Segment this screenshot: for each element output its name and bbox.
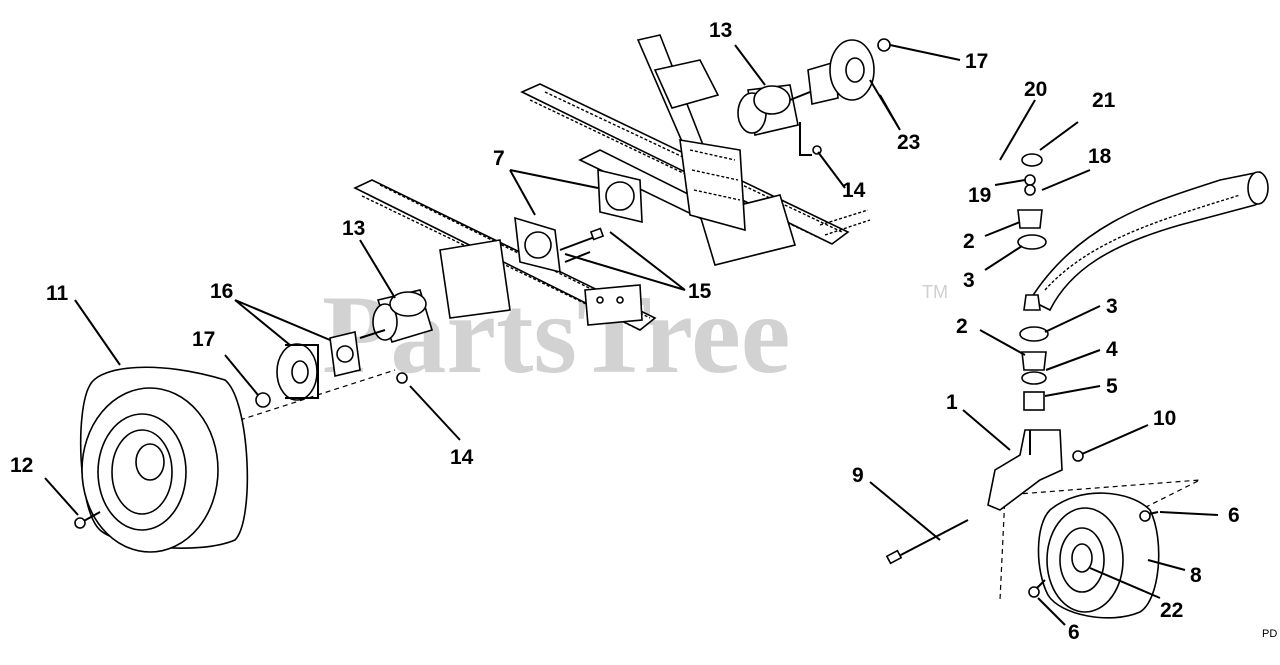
callout-17-left: 17 bbox=[192, 328, 215, 351]
callout-4: 4 bbox=[1106, 338, 1118, 361]
callout-12: 12 bbox=[10, 454, 33, 477]
bearing-housing-upper bbox=[737, 84, 811, 136]
corner-code: PD bbox=[1262, 628, 1277, 640]
callout-6-lower: 6 bbox=[1068, 621, 1080, 644]
bolt-left bbox=[396, 372, 408, 384]
callout-13-upper: 13 bbox=[709, 19, 732, 42]
callout-14-upper: 14 bbox=[842, 179, 866, 202]
callout-23: 23 bbox=[897, 131, 920, 154]
pulley-left bbox=[276, 343, 319, 401]
callout-11: 11 bbox=[46, 282, 69, 305]
carriage-bolts bbox=[559, 227, 605, 263]
bolt-upper bbox=[799, 122, 822, 156]
flange-plate-left bbox=[329, 331, 361, 377]
callout-15: 15 bbox=[688, 280, 712, 303]
callout-9: 9 bbox=[852, 464, 864, 487]
callout-1: 1 bbox=[946, 391, 958, 414]
callout-14-lower: 14 bbox=[450, 446, 474, 469]
caster-bolt-upper bbox=[1139, 510, 1159, 522]
callout-22: 22 bbox=[1160, 599, 1183, 622]
pulley-upper bbox=[807, 38, 891, 105]
caster-wheel bbox=[1037, 492, 1160, 619]
callout-6-right: 6 bbox=[1228, 504, 1240, 527]
watermark-tm: TM bbox=[922, 282, 948, 302]
spindle-stack bbox=[1017, 153, 1049, 411]
caster-bolt-lower bbox=[1028, 579, 1046, 598]
callout-21: 21 bbox=[1092, 89, 1116, 112]
leader-lines bbox=[44, 44, 1219, 626]
callout-20: 20 bbox=[1024, 78, 1047, 101]
callout-2-upper: 2 bbox=[963, 230, 975, 253]
callout-16: 16 bbox=[210, 280, 233, 303]
callout-8: 8 bbox=[1190, 564, 1202, 587]
axis-line-caster-b bbox=[999, 494, 1006, 601]
caster-nut bbox=[1072, 450, 1084, 462]
caster-fork bbox=[987, 429, 1063, 511]
frame-assembly bbox=[353, 34, 871, 331]
callout-17-upper: 17 bbox=[965, 50, 988, 73]
callout-10: 10 bbox=[1153, 407, 1176, 430]
mounting-plate bbox=[514, 168, 643, 274]
wheel-bolt bbox=[74, 511, 101, 529]
callout-7: 7 bbox=[493, 147, 505, 170]
callout-19: 19 bbox=[968, 184, 991, 207]
callout-3-upper: 3 bbox=[963, 269, 975, 292]
bearing-housing-left bbox=[359, 289, 433, 343]
axis-line-left bbox=[239, 369, 396, 421]
caster-arm bbox=[1028, 171, 1269, 312]
callout-3-lower: 3 bbox=[1106, 295, 1118, 318]
callout-5: 5 bbox=[1106, 375, 1118, 398]
axis-line-caster bbox=[1004, 479, 1201, 511]
axle-bolt bbox=[885, 519, 969, 565]
callout-13-left: 13 bbox=[342, 217, 365, 240]
callout-2-lower: 2 bbox=[956, 315, 968, 338]
drive-wheel bbox=[79, 366, 249, 553]
callout-18: 18 bbox=[1088, 145, 1112, 168]
nut-left bbox=[255, 392, 271, 408]
